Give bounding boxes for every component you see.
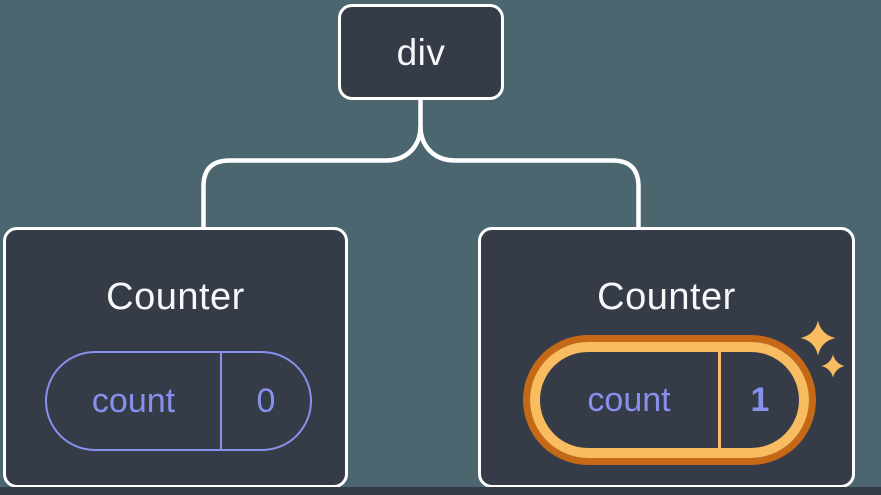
state-value: 1 [750, 380, 770, 419]
state-pill: count 0 [45, 351, 312, 451]
root-node-label: div [396, 31, 446, 73]
state-key: count [540, 352, 721, 448]
bottom-strip [0, 487, 881, 495]
state-key: count [47, 353, 222, 449]
sparkles-icon [800, 320, 845, 378]
sparkle-small [821, 354, 845, 378]
sparkle-large [800, 320, 836, 356]
state-pill-highlighted: count 1 [530, 342, 809, 458]
connector-right-branch [418, 125, 641, 229]
state-value: 0 [256, 381, 276, 420]
counter-card-left: Counter count 0 [3, 227, 348, 488]
counter-card-right: Counter count 1 [478, 227, 855, 488]
root-node: div [338, 4, 504, 100]
connector-left-branch [201, 97, 423, 229]
card-title: Counter [106, 276, 245, 318]
card-title: Counter [597, 276, 736, 318]
